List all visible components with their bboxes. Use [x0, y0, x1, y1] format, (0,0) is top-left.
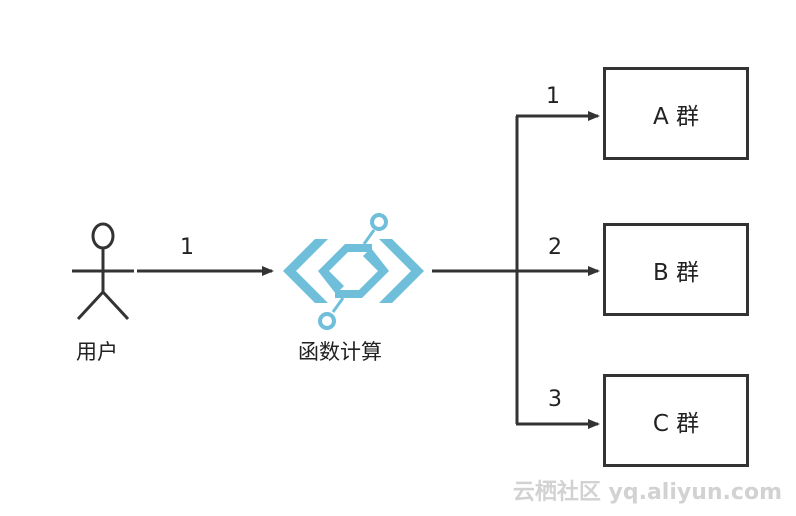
group-b-box: B 群	[603, 223, 749, 316]
user-label: 用户	[76, 340, 118, 364]
watermark-text: 云栖社区 yq.aliyun.com	[512, 480, 782, 505]
group-c-box: C 群	[603, 374, 749, 467]
group-b-label: B 群	[652, 259, 700, 286]
edge-label-to-group-b: 2	[548, 235, 562, 260]
edge-label-to-group-a: 1	[546, 84, 560, 109]
group-a-box: A 群	[603, 67, 749, 160]
edge-label-to-group-c: 3	[548, 387, 562, 412]
edge-label-user-to-service: 1	[180, 235, 194, 260]
group-a-label: A 群	[652, 103, 700, 130]
user-icon	[72, 222, 134, 321]
function-compute-icon	[283, 213, 424, 330]
service-label: 函数计算	[298, 340, 382, 364]
group-c-label: C 群	[652, 410, 700, 437]
